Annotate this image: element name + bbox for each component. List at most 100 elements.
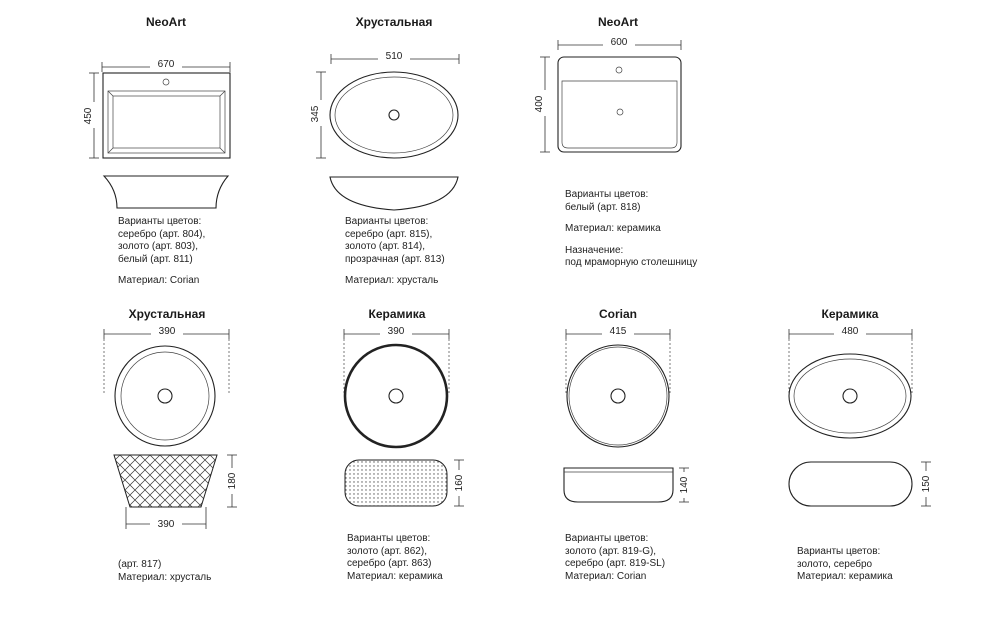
item-neoart-1: NeoArt 670 450 (83, 15, 231, 209)
item-title: Хрустальная (129, 307, 206, 321)
note-line: Материал: Corian (565, 570, 647, 582)
dim-width-label: 480 (842, 326, 859, 337)
dimension-bottom: 390 (125, 507, 207, 530)
dim-width-label: 600 (611, 37, 628, 48)
item-ceramic-oval: Керамика 480 150 (788, 307, 932, 507)
note-line: Материал: керамика (797, 571, 893, 582)
item-title: NeoArt (598, 15, 638, 29)
dim-height-label: 160 (454, 474, 465, 491)
drain-icon (157, 388, 173, 404)
side-view (563, 467, 674, 503)
drain-icon (616, 108, 624, 116)
dimension-width: 510 (330, 50, 460, 64)
item-crystal-round: Хрустальная 390 180 (103, 307, 238, 530)
note-line: Варианты цветов: (565, 189, 649, 200)
top-view (329, 71, 459, 159)
side-view (102, 175, 230, 209)
item-notes-crystal-oval: Варианты цветов: серебро (арт. 815), зол… (345, 216, 445, 288)
note-line: золото (арт. 803), (118, 241, 198, 252)
dim-height-label: 450 (83, 107, 94, 124)
note-line: Варианты цветов: (118, 216, 202, 227)
note-line: серебро (арт. 863) (347, 558, 432, 569)
item-neoart-2: NeoArt 600 400 (534, 15, 682, 153)
note-line: Материал: керамика (347, 570, 443, 582)
note-line: Варианты цветов: (347, 533, 431, 544)
item-title: Керамика (369, 307, 426, 321)
faucet-hole-icon (615, 66, 623, 74)
note-line: золото (арт. 862), (347, 545, 427, 557)
dimension-height: 140 (676, 467, 690, 503)
note-line: Варианты цветов: (565, 533, 649, 544)
dimension-width: 415 (565, 325, 671, 395)
note-line: белый (арт. 811) (118, 253, 193, 265)
dim-height-label: 150 (921, 475, 932, 492)
note-line: серебро (арт. 819-SL) (565, 558, 666, 569)
note-line: белый (арт. 818) (565, 201, 641, 213)
dim-height-label: 140 (679, 476, 690, 493)
top-view (566, 344, 670, 448)
note-line: Варианты цветов: (797, 546, 881, 557)
item-notes-ceramic-round: Варианты цветов: золото (арт. 862), сере… (347, 533, 443, 583)
dimension-height: 180 (224, 454, 238, 508)
dim-bottom-label: 390 (158, 519, 175, 530)
item-title: NeoArt (146, 15, 186, 29)
faucet-hole-icon (162, 78, 170, 86)
drain-icon (610, 388, 626, 404)
dim-height-label: 345 (310, 105, 321, 122)
dim-width-label: 670 (158, 59, 175, 70)
item-title: Хрустальная (356, 15, 433, 29)
note-line: серебро (арт. 804), (118, 228, 206, 240)
top-view (114, 345, 216, 447)
dimension-width: 600 (557, 36, 682, 50)
note-line: Материал: хрусталь (345, 275, 439, 286)
dimension-height: 345 (310, 71, 327, 159)
dimension-height: 150 (918, 461, 932, 507)
item-notes-ceramic-oval: Варианты цветов: золото, серебро Материа… (797, 546, 893, 584)
drain-icon (388, 109, 400, 121)
side-view (113, 454, 218, 508)
dim-width-label: 390 (388, 326, 405, 337)
note-line: Назначение: (565, 244, 624, 256)
item-notes-neoart-1: Варианты цветов: серебро (арт. 804), зол… (118, 216, 205, 288)
dim-height-label: 180 (227, 472, 238, 489)
dim-width-label: 390 (159, 326, 176, 337)
note-line: прозрачная (арт. 813) (345, 253, 445, 265)
top-view (788, 353, 912, 439)
note-line: золото, серебро (797, 558, 873, 570)
note-line: золото (арт. 814), (345, 241, 425, 252)
dimension-width: 480 (788, 325, 913, 395)
note-line: Материал: керамика (565, 223, 661, 234)
top-view (557, 56, 682, 153)
dimension-width: 390 (343, 325, 450, 395)
note-line: (арт. 817) (118, 559, 162, 570)
item-notes-corian-round: Варианты цветов: золото (арт. 819-G), се… (565, 533, 665, 583)
note-line: Материал: хрусталь (118, 571, 212, 583)
dimension-width: 390 (103, 325, 230, 395)
dim-width-label: 510 (386, 51, 403, 62)
dimension-height: 160 (451, 459, 465, 507)
drain-icon (388, 388, 404, 404)
note-line: серебро (арт. 815), (345, 228, 433, 240)
item-title: Керамика (822, 307, 879, 321)
note-line: Варианты цветов: (345, 216, 429, 227)
item-notes-crystal-round: (арт. 817) Материал: хрусталь (118, 559, 211, 584)
item-notes-neoart-2: Варианты цветов: белый (арт. 818) Матери… (565, 189, 697, 270)
top-view (102, 72, 231, 159)
dimension-height: 450 (83, 72, 100, 159)
note-line: под мраморную столешницу (565, 257, 698, 268)
note-line: золото (арт. 819-G), (565, 545, 657, 557)
dimension-width: 670 (101, 58, 231, 72)
side-view (788, 461, 913, 507)
dimension-height: 400 (534, 56, 551, 153)
item-title: Corian (599, 307, 637, 321)
dim-height-label: 400 (534, 95, 545, 112)
drain-icon (842, 388, 858, 404)
item-ceramic-round: Керамика 390 160 (343, 307, 465, 507)
top-view (343, 343, 449, 449)
dim-width-label: 415 (610, 326, 627, 337)
side-view (344, 459, 448, 507)
item-crystal-oval: Хрустальная 510 345 (310, 15, 460, 211)
note-line: Материал: Corian (118, 275, 200, 286)
side-view (329, 176, 459, 211)
